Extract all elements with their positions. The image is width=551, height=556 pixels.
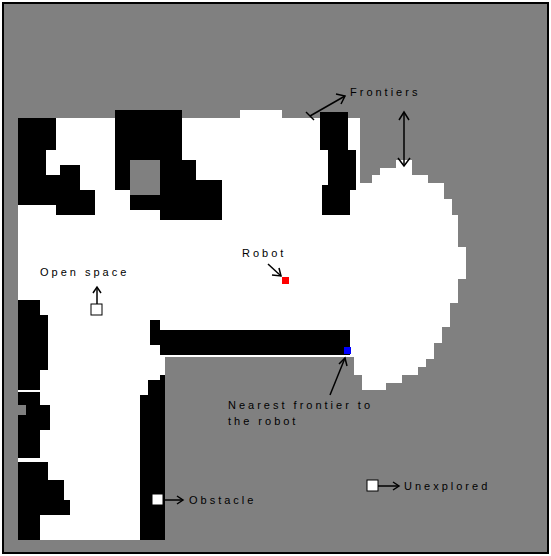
obstacle-label: Obstacle [189,492,256,508]
robot-label: Robot [242,245,286,261]
frontiers-label: Frontiers [350,84,420,100]
obstacles [18,110,356,540]
unexplored-label: Unexplored [404,478,490,494]
robot-marker [282,277,289,284]
nearest-frontier-marker [344,347,351,354]
open-space [18,110,466,540]
open-space-label: Open space [40,264,129,280]
unexplored-area [3,3,548,553]
nearest-frontier-label: Nearest frontier to the robot [228,397,393,429]
leader-arrows [93,94,410,504]
